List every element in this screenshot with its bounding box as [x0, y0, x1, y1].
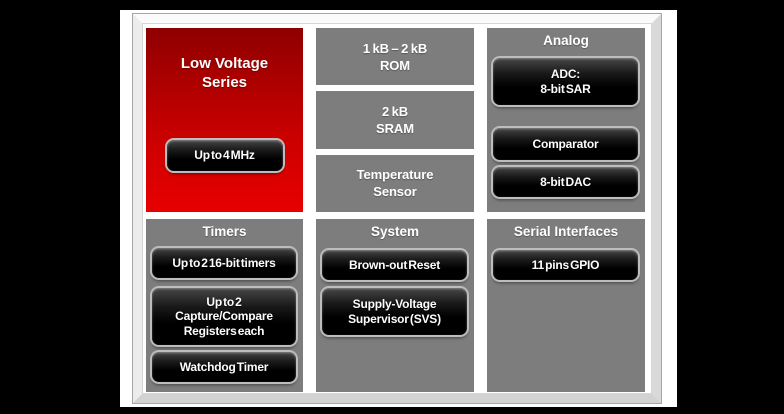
low-voltage-panel: Low Voltage Series Up to 4 MHz — [146, 28, 303, 212]
analog-header: Analog — [543, 33, 589, 48]
low-voltage-title: Low Voltage Series — [180, 55, 269, 91]
gpio-block: 11 pins GPIO — [493, 250, 638, 280]
system-panel: System Brown-out Reset Supply-Voltage Su… — [316, 219, 474, 392]
dac-block: 8-bit DAC — [493, 167, 638, 197]
rom-block: 1 kB – 2 kB ROM — [316, 28, 474, 86]
svs-block: Supply-Voltage Supervisor (SVS) — [322, 288, 467, 335]
comparator-block: Comparator — [493, 128, 638, 160]
clock-speed-block: Up to 4 MHz — [166, 140, 283, 171]
adc-block: ADC: 8-bit SAR — [493, 58, 638, 105]
timers-16bit-block: Up to 2 16-bit timers — [152, 248, 296, 278]
capture-compare-block: Up to 2 Capture/Compare Registers each — [152, 288, 296, 345]
analog-panel: Analog ADC: 8-bit SAR Comparator 8-bit D… — [487, 28, 645, 212]
timers-panel: Timers Up to 2 16-bit timers Up to 2 Cap… — [146, 219, 303, 392]
serial-interfaces-panel: Serial Interfaces 11 pins GPIO — [487, 219, 645, 392]
diagram-frame: Low Voltage Series Up to 4 MHz 1 kB – 2 … — [133, 14, 661, 403]
temperature-sensor-block: Temperature Sensor — [316, 154, 474, 212]
system-header: System — [370, 224, 420, 239]
watchdog-timer-block: Watchdog Timer — [152, 352, 296, 382]
sram-block: 2 kB SRAM — [316, 91, 474, 149]
slide-background: Low Voltage Series Up to 4 MHz 1 kB – 2 … — [120, 10, 677, 407]
memory-column: 1 kB – 2 kB ROM 2 kB SRAM Temperature Se… — [316, 28, 474, 212]
serial-interfaces-header: Serial Interfaces — [513, 224, 619, 239]
brownout-reset-block: Brown-out Reset — [322, 250, 467, 280]
block-grid: Low Voltage Series Up to 4 MHz 1 kB – 2 … — [142, 23, 652, 394]
timers-header: Timers — [202, 224, 247, 239]
